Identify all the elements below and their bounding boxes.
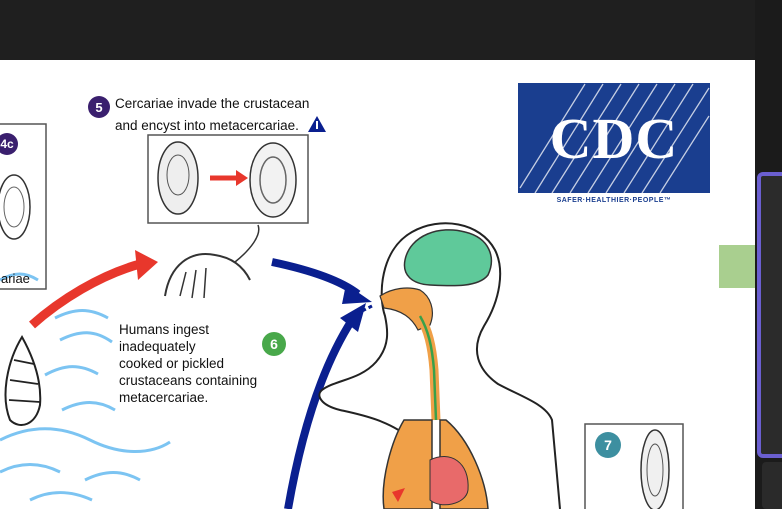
metacercaria-drawing bbox=[249, 142, 297, 218]
step-6-line: cooked or pickled bbox=[119, 356, 225, 371]
top-toolbar bbox=[0, 0, 782, 60]
step-7-number: 7 bbox=[595, 432, 621, 458]
trachea bbox=[418, 315, 438, 421]
blue-arrow-return bbox=[284, 317, 356, 509]
step-5-text-line1: Cercariae invade the crustacean bbox=[115, 96, 310, 111]
cdc-logo: CDC SAFER·HEALTHIER·PEOPLE™ bbox=[518, 83, 710, 211]
step-5-caption: 5 Cercariae invade the crustacean and en… bbox=[88, 96, 326, 134]
cdc-tagline: SAFER·HEALTHIER·PEOPLE™ bbox=[556, 197, 672, 204]
crustacean-drawing bbox=[164, 253, 251, 297]
step-4c-marker: 4c bbox=[0, 133, 18, 155]
step-4c-label: ariae bbox=[1, 271, 30, 286]
brain bbox=[403, 229, 492, 287]
red-arrow bbox=[29, 259, 142, 329]
step-6-caption: Humans ingest inadequately cooked or pic… bbox=[119, 321, 319, 406]
step-7-marker: 7 bbox=[595, 432, 621, 458]
step-6-line: metacercariae. bbox=[119, 390, 209, 405]
step-5-number: 5 bbox=[88, 96, 110, 118]
cercaria-drawing bbox=[157, 141, 199, 215]
step-4c-number: 4c bbox=[0, 133, 18, 155]
human-silhouette bbox=[318, 222, 561, 509]
adult-fluke-drawing bbox=[640, 429, 670, 509]
cdc-flag: CDC bbox=[518, 83, 710, 193]
redia-drawing bbox=[0, 174, 31, 240]
step-6-marker: 6 bbox=[262, 332, 286, 356]
step-6-line: crustaceans containing bbox=[119, 373, 258, 388]
heart bbox=[429, 456, 469, 506]
left-lung bbox=[382, 419, 433, 509]
step-6-line: inadequately bbox=[119, 339, 196, 354]
water-waves bbox=[0, 272, 171, 502]
step-6-number: 6 bbox=[262, 332, 286, 356]
video-thumbnail[interactable] bbox=[762, 462, 782, 509]
step-6-line: Humans ingest bbox=[119, 322, 210, 337]
green-shape bbox=[719, 245, 755, 288]
diagnostic-stage-icon bbox=[307, 116, 326, 132]
cdc-logo-text: CDC bbox=[549, 105, 679, 171]
step-5-text-line2: and encyst into metacercariae. bbox=[115, 112, 326, 134]
video-thumbnail-selected[interactable] bbox=[757, 172, 782, 458]
